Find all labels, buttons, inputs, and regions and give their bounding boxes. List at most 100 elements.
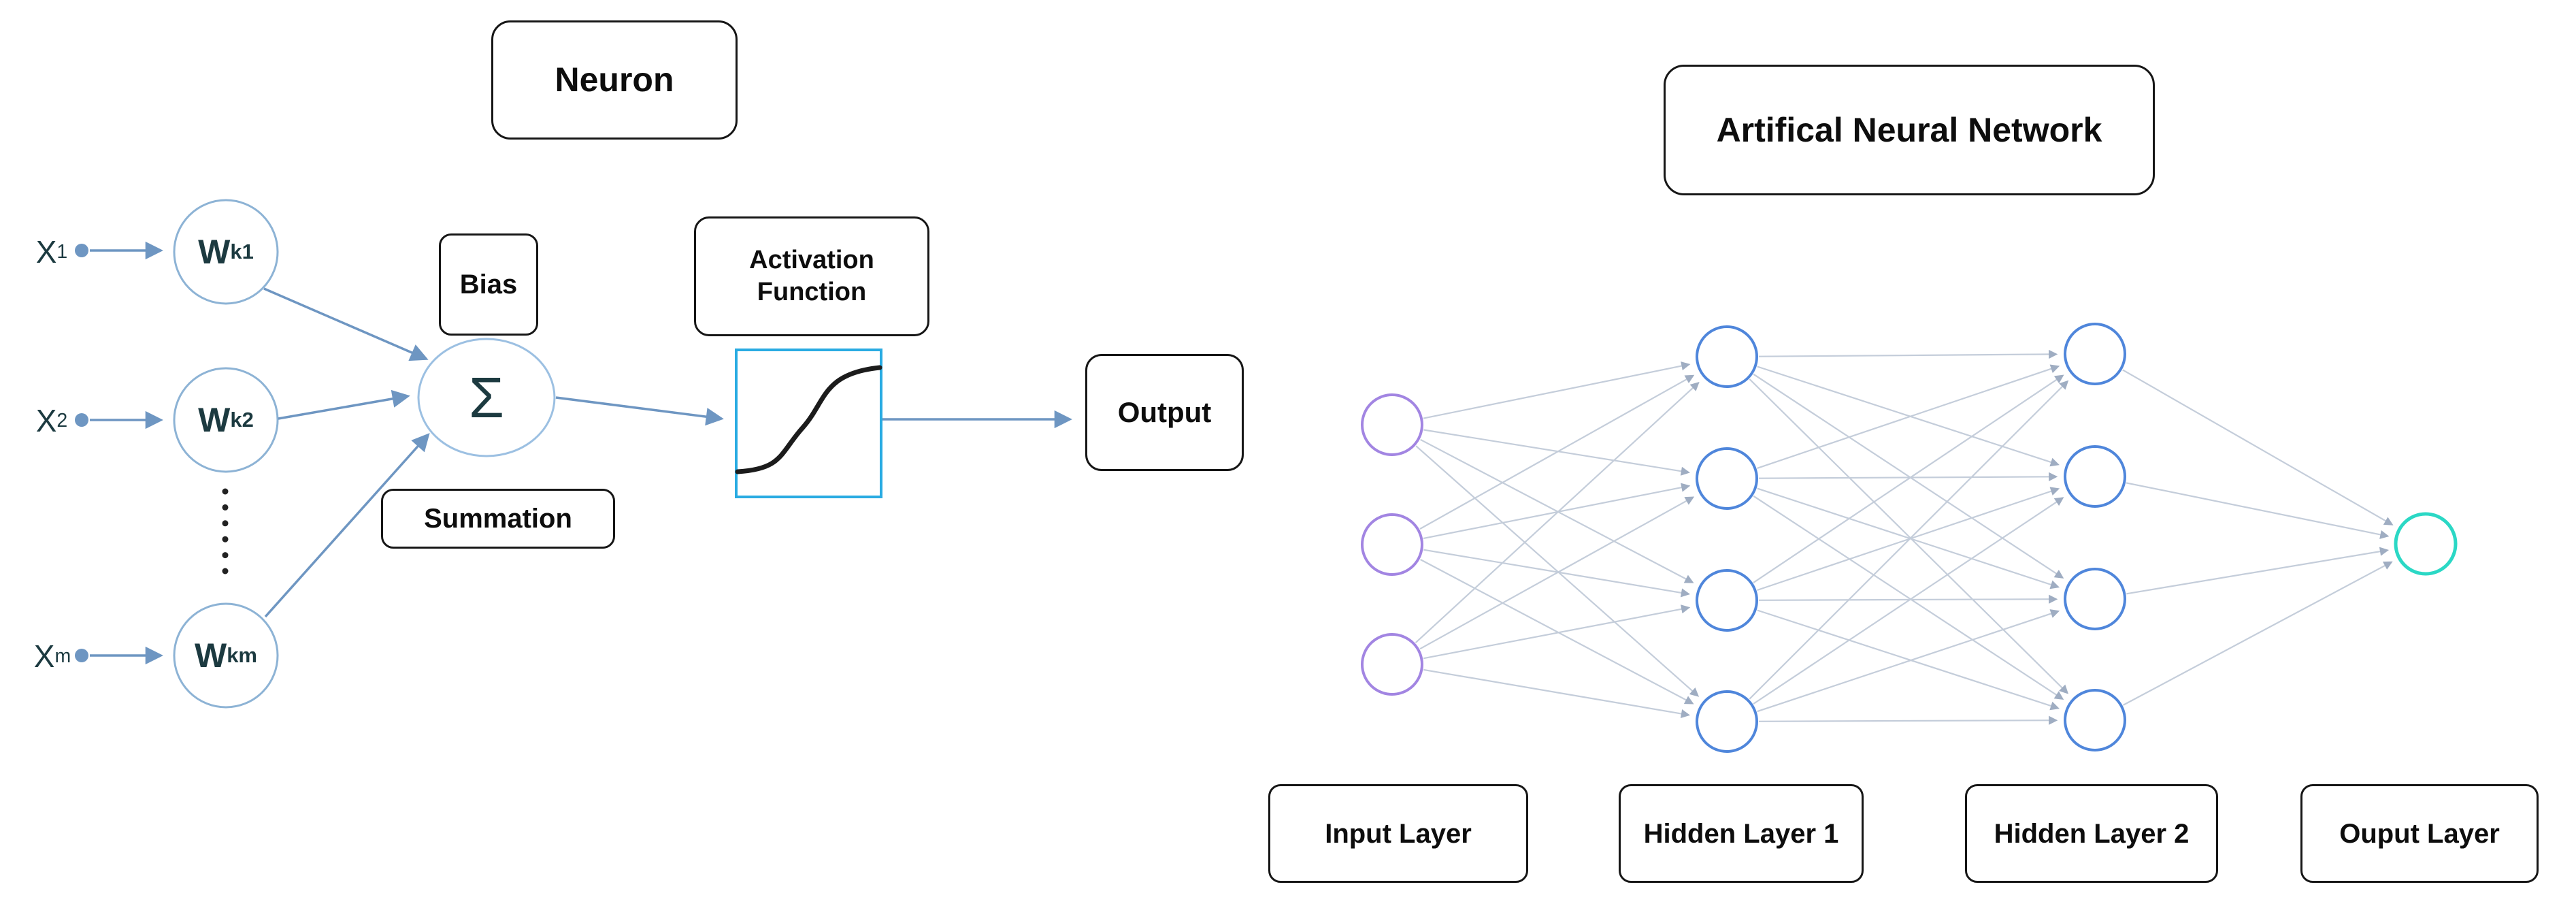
ann-edge [1758,472,2058,481]
weight-node-wk2 [173,367,279,473]
bias-box: Bias [439,233,538,336]
weight-label-sub: k1 [230,240,254,263]
activation-function-box: Activation Function [694,216,929,336]
ann-edge [1423,668,1691,719]
ann-edge [1415,445,1700,697]
ann-edge [1758,349,2058,359]
input-dot [75,244,88,257]
ann-edge [1753,495,2064,700]
ann-edge [1419,374,1695,530]
ann-node-output [2394,512,2458,576]
ann-edge [1757,609,2060,711]
layer-label-hidden1: Hidden Layer 1 [1619,784,1864,883]
ann-edge [1753,374,2064,583]
weight-label-base: W [194,636,227,675]
ann-edges [1415,349,2394,725]
ann-node-hidden1 [1696,447,1758,510]
activation-function-label: Activation Function [749,244,874,309]
ann-edge [1753,497,2064,705]
layer-label-text: Input Layer [1325,818,1472,849]
ann-edge [1757,487,2060,589]
layer-label-input: Input Layer [1268,784,1528,883]
ann-edge [1423,361,1691,419]
arrow-sum-to-activation [555,396,724,426]
input-label-base: X [35,234,57,270]
ann-node-hidden2 [2064,689,2126,751]
arrow-wk1-to-sum [263,287,429,361]
input-label-base: X [33,638,55,674]
output-label: Output [1117,395,1212,428]
neuron-input-arrows [75,241,163,665]
bias-label: Bias [459,270,518,300]
sigma-symbol: Σ [469,365,504,430]
ann-edge [1423,549,1691,598]
ann-edge [1757,487,2060,592]
activation-line1: Activation [749,245,874,274]
weight-nodes [173,199,279,709]
ann-edge [1749,380,2069,700]
ann-node-hidden2 [2064,568,2126,630]
layer-label-text: Ouput Layer [2339,818,2500,849]
ann-node-hidden2 [2064,445,2126,508]
ann-edge [1757,609,2060,713]
summation-node [417,338,556,457]
weight-node-wk1 [173,199,279,305]
output-box: Output [1085,354,1244,471]
input-dot [75,649,88,662]
layer-label-output: Ouput Layer [2300,784,2539,883]
ann-title-box: Artifical Neural Network [1664,65,2155,195]
layer-label-text: Hidden Layer 1 [1643,818,1839,849]
weight-label-sub: k2 [230,408,254,432]
ann-edge [1749,378,2069,694]
ann-edge [1419,496,1695,650]
summation-box: Summation [381,489,615,549]
ann-edge [1423,483,1691,539]
arrow-wkm-to-sum [264,433,430,618]
ann-node-input [1361,393,1423,456]
layer-label-hidden2: Hidden Layer 2 [1965,784,2218,883]
ann-edge [1415,381,1700,644]
input-label-sub: 2 [56,409,68,432]
ann-node-hidden1 [1696,569,1758,632]
neuron-title-box: Neuron [491,20,738,140]
activation-line2: Function [757,278,867,306]
ann-edge [1420,438,1694,583]
arrow-wk2-to-sum [278,389,410,420]
ann-edge [2126,482,2390,539]
ann-edge [1420,559,1694,705]
weight-node-wkm [173,602,279,709]
sigmoid-curve [735,365,882,474]
ann-title: Artifical Neural Network [1716,110,2102,149]
ann-edge [1757,364,2060,469]
ann-node-input [1361,513,1423,576]
ann-node-hidden1 [1696,325,1758,388]
ann-edge [1753,373,2064,579]
ann-edge [1758,715,2058,725]
weight-label-sub: km [227,643,257,667]
input-label-base: X [35,403,57,438]
ann-edge [1423,429,1690,476]
ann-nodes [1361,323,2458,753]
ann-node-hidden2 [2064,323,2126,385]
ann-edge [1757,366,2060,467]
input-label-sub: 1 [56,240,68,263]
layer-label-text: Hidden Layer 2 [1994,818,2190,849]
weight-label-base: W [198,233,231,271]
ann-node-input [1361,633,1423,696]
ann-edge [2122,561,2393,706]
ann-edge [1423,604,1691,660]
input-label-sub: m [54,645,71,667]
neuron-title: Neuron [555,61,674,99]
ann-edge [2122,369,2394,525]
weight-label-base: W [198,401,231,439]
ann-node-hidden1 [1696,690,1758,753]
ann-edge [2126,547,2390,595]
